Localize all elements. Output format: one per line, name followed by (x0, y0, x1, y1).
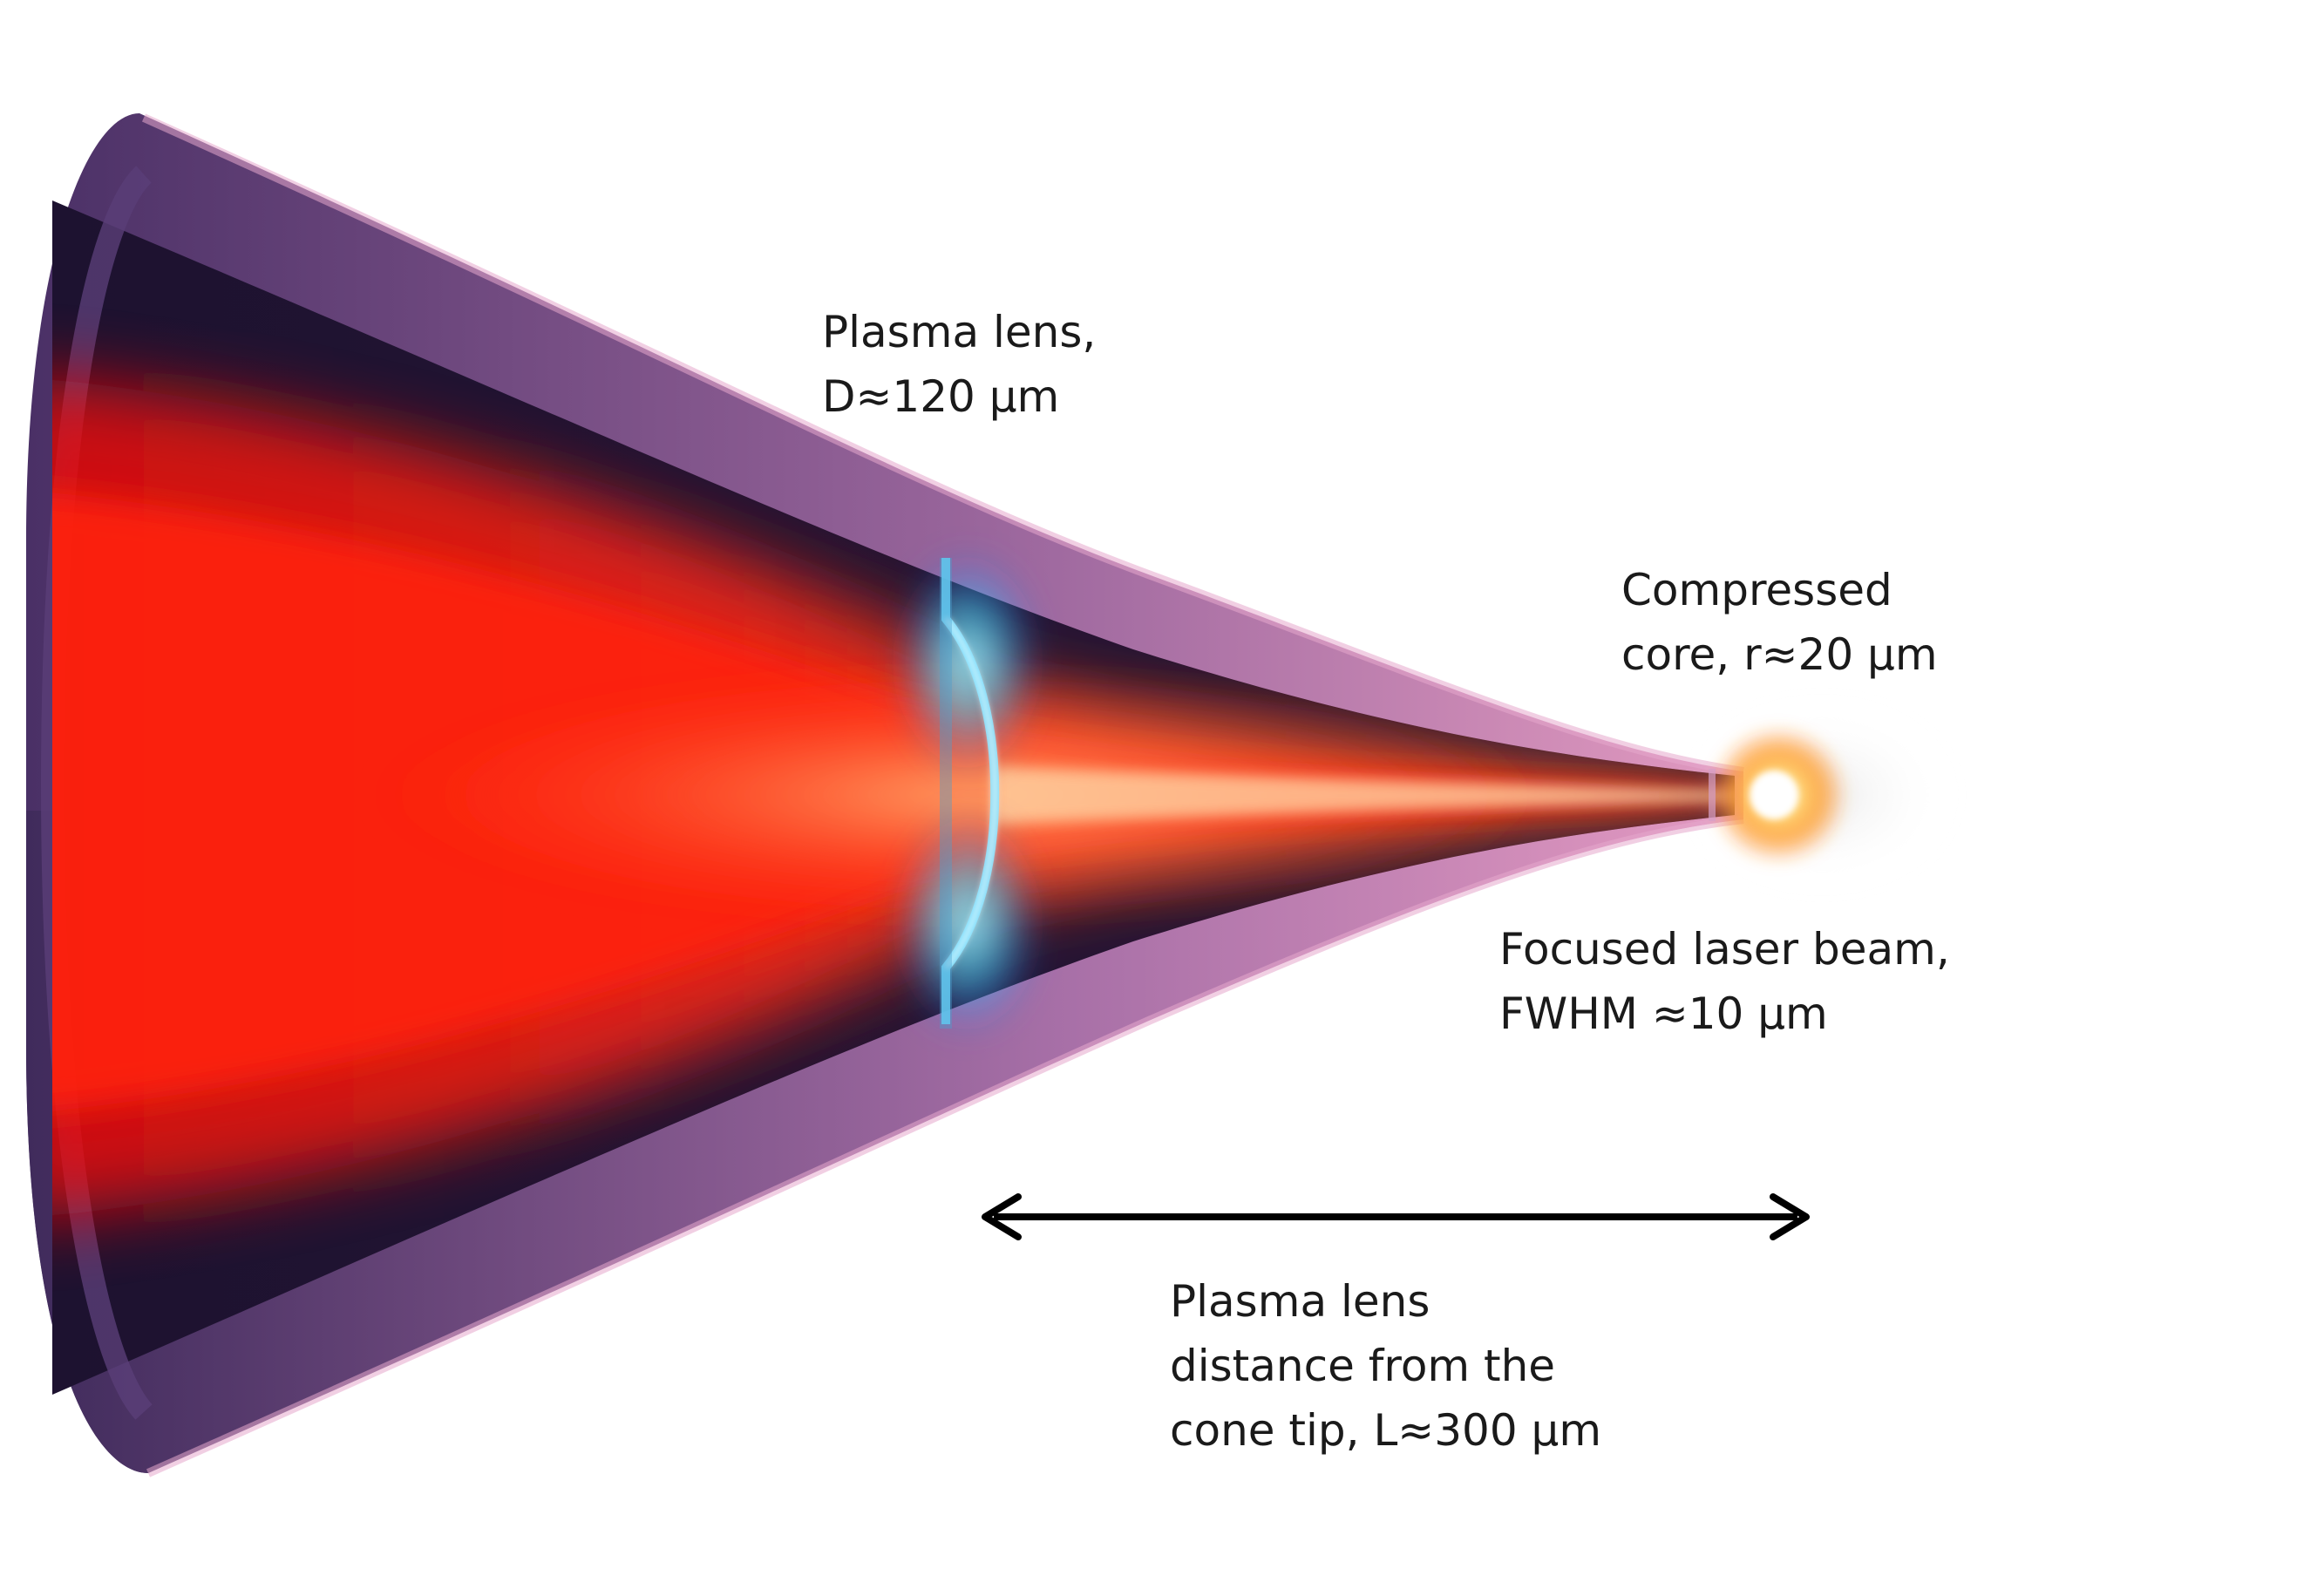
plasma-lens-label-line1: Plasma lens, (822, 307, 1097, 357)
lens-distance-label-line2: distance from the (1170, 1341, 1556, 1391)
focused-beam-label-line1: Focused laser beam, (1499, 924, 1950, 975)
lens-distance-label-line1: Plasma lens (1170, 1276, 1430, 1327)
compressed-core (1700, 712, 1944, 878)
plasma-lens (894, 549, 1042, 1037)
focused-beam-label: Focused laser beam, FWHM ≈10 µm (1499, 917, 1950, 1046)
compressed-core-label-line1: Compressed (1621, 565, 1892, 615)
lens-distance-label-line3: cone tip, L≈300 µm (1170, 1405, 1602, 1456)
plasma-lens-label: Plasma lens, D≈120 µm (822, 300, 1096, 429)
laser-beam (52, 375, 1735, 1220)
distance-arrow (982, 1193, 1810, 1240)
compressed-core-label-line2: core, r≈20 µm (1621, 629, 1938, 680)
cone-rim-top (141, 113, 1744, 776)
compressed-core-label: Compressed core, r≈20 µm (1621, 558, 1938, 687)
focused-beam-label-line2: FWHM ≈10 µm (1499, 988, 1828, 1039)
lens-distance-label: Plasma lens distance from the cone tip, … (1170, 1269, 1601, 1463)
plasma-lens-label-line2: D≈120 µm (822, 371, 1060, 422)
cone-rim-bottom (146, 815, 1744, 1477)
